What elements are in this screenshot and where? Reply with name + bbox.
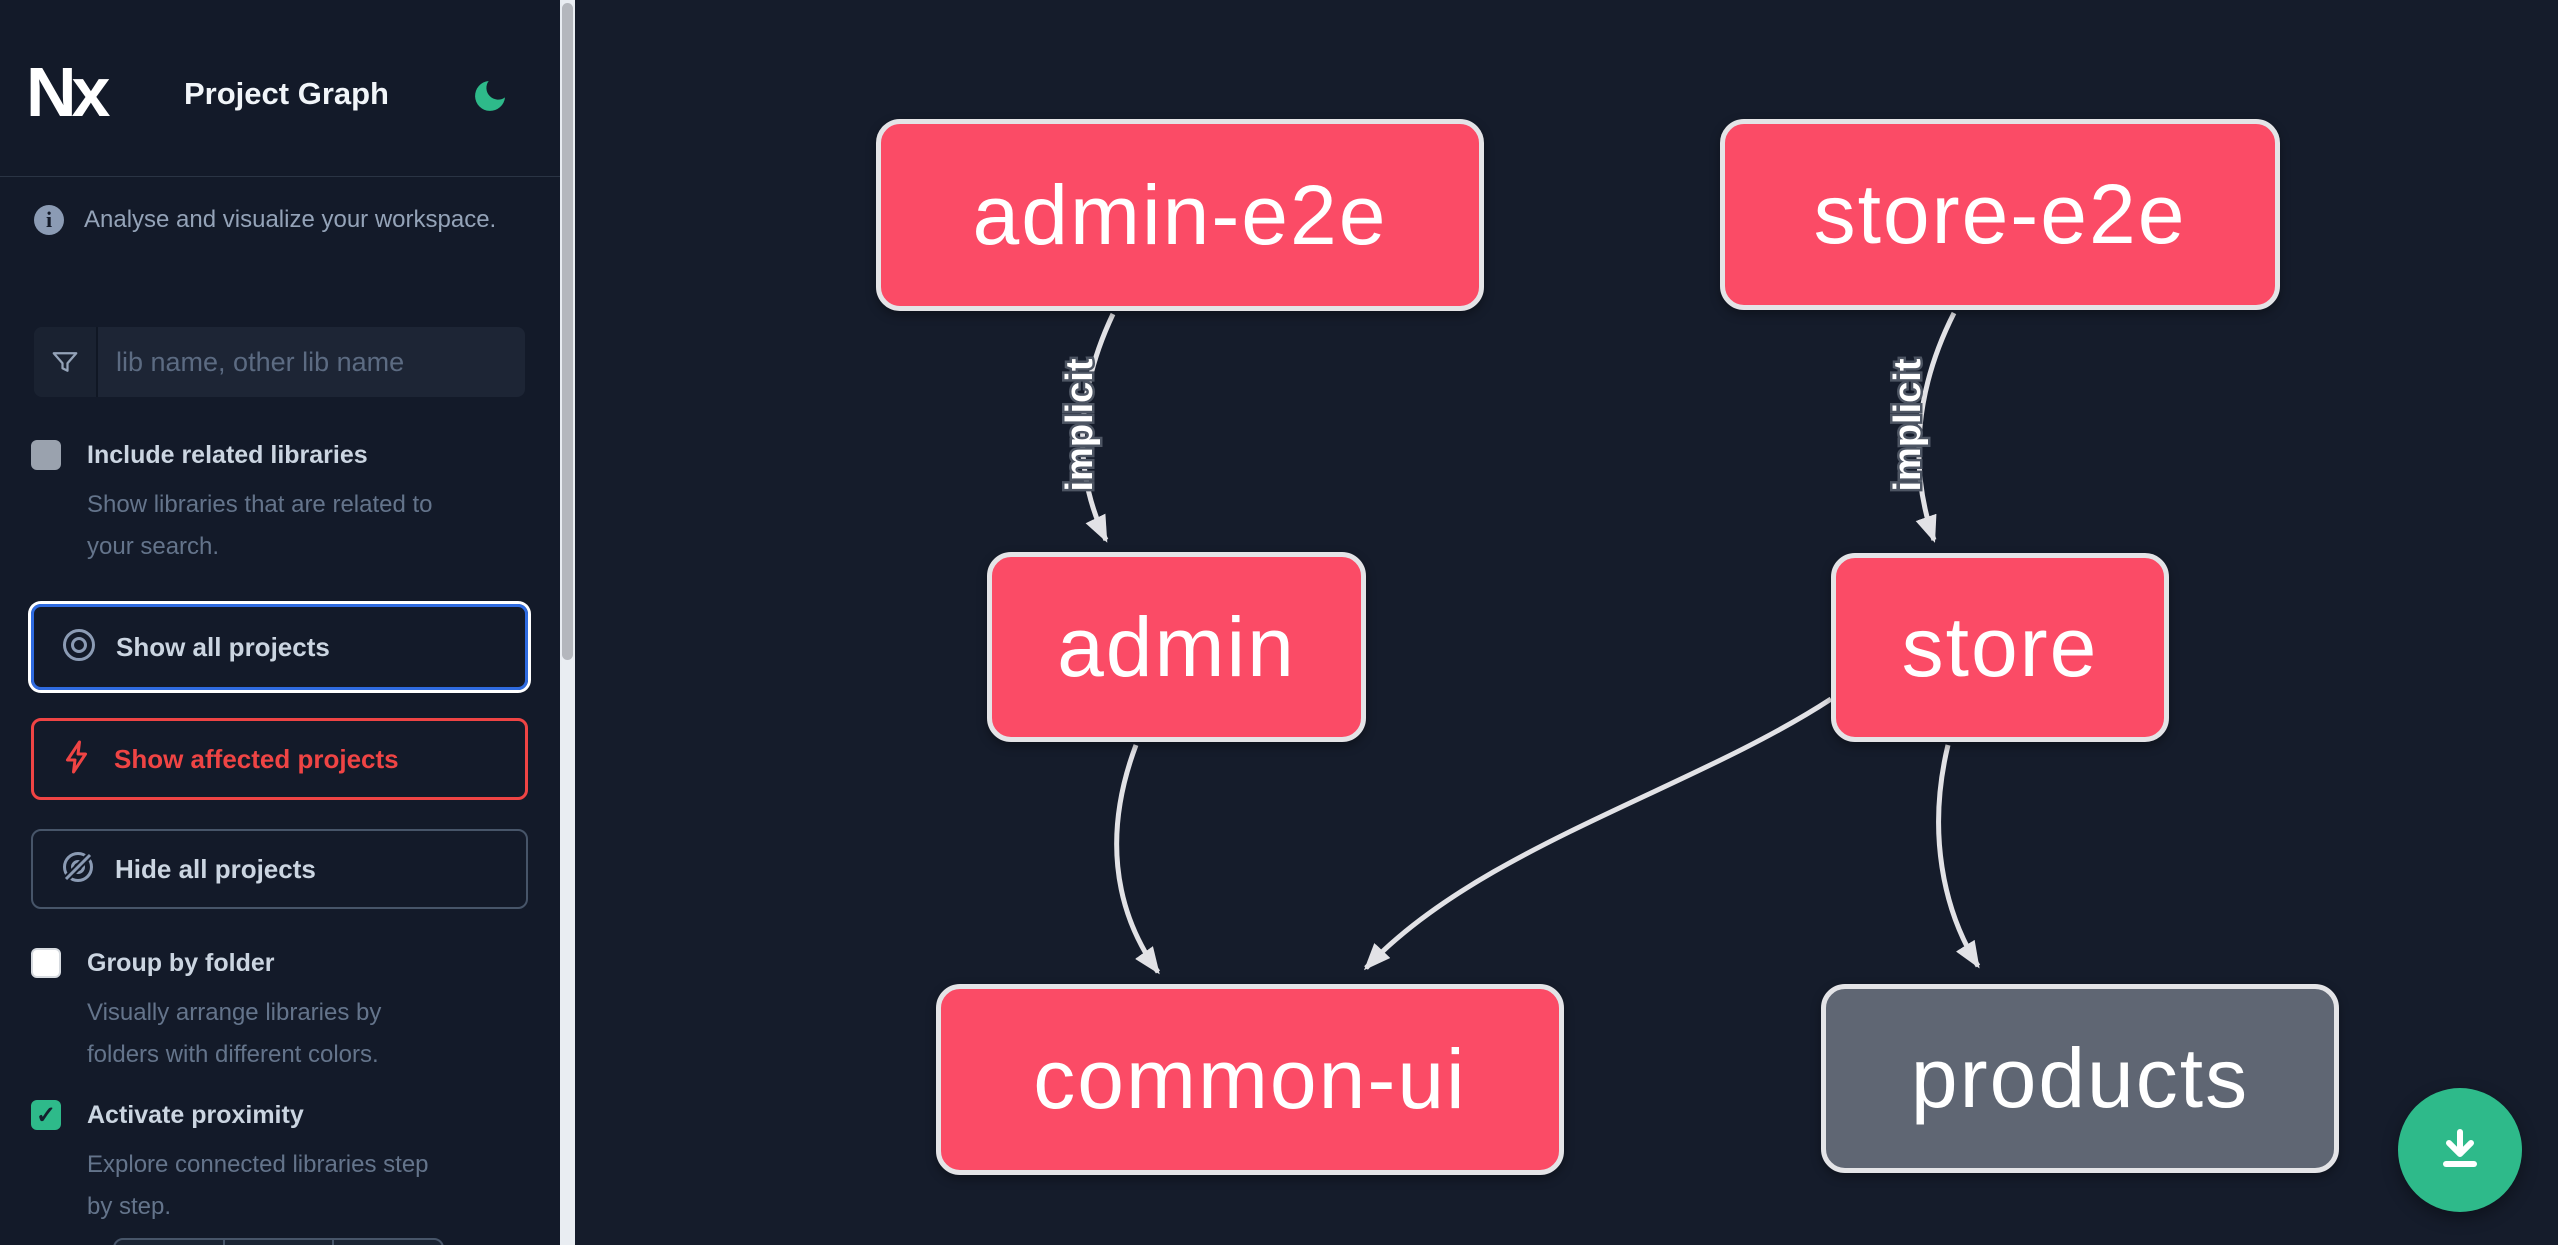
sidebar-scrollbar-thumb[interactable]	[562, 3, 573, 660]
download-image-button[interactable]	[2398, 1088, 2522, 1212]
sidebar-header: Nx Project Graph	[0, 0, 560, 177]
option-group-by-folder: ✓ Group by folder Visually arrange libra…	[31, 948, 531, 1076]
stepper-segment[interactable]	[115, 1240, 225, 1245]
page-title: Project Graph	[184, 76, 389, 111]
option-label: Group by folder	[87, 948, 275, 977]
graph-node-admin-e2e[interactable]: admin-e2e	[876, 119, 1484, 311]
graph-node-store-e2e[interactable]: store-e2e	[1720, 119, 2280, 310]
sidebar-scrollbar[interactable]	[560, 0, 575, 1245]
graph-node-store[interactable]: store	[1831, 553, 2169, 742]
option-label: Include related libraries	[87, 440, 368, 469]
checkbox-activate-proximity[interactable]: ✓	[31, 1100, 61, 1130]
button-label: Hide all projects	[115, 853, 316, 884]
graph-node-products[interactable]: products	[1821, 984, 2339, 1173]
moon-icon[interactable]	[470, 75, 510, 117]
proximity-stepper[interactable]	[113, 1238, 444, 1245]
nx-logo: Nx	[26, 53, 110, 131]
stepper-segment[interactable]	[225, 1240, 335, 1245]
show-all-projects-button[interactable]: Show all projects	[31, 604, 528, 690]
option-description: Show libraries that are related to your …	[87, 491, 433, 560]
download-icon	[2432, 1120, 2488, 1181]
bolt-icon	[60, 738, 96, 781]
eye-icon	[60, 626, 98, 669]
eye-off-icon	[59, 848, 97, 891]
hide-all-projects-button[interactable]: Hide all projects	[31, 829, 528, 909]
option-description: Visually arrange libraries by folders wi…	[87, 999, 382, 1068]
search-input[interactable]	[98, 327, 525, 397]
button-label: Show all projects	[116, 631, 330, 662]
info-icon: i	[34, 205, 64, 235]
checkbox-group-by-folder[interactable]: ✓	[31, 948, 61, 978]
show-affected-projects-button[interactable]: Show affected projects	[31, 718, 528, 800]
tagline-row: i Analyse and visualize your workspace.	[34, 205, 496, 235]
tagline-text: Analyse and visualize your workspace.	[84, 206, 497, 233]
search-box	[34, 327, 525, 397]
option-include-related: ✓ Include related libraries Show librari…	[31, 440, 531, 568]
stepper-segment[interactable]	[334, 1240, 442, 1245]
sidebar: Nx Project Graph i Analyse and visualize…	[0, 0, 560, 1245]
option-label: Activate proximity	[87, 1100, 304, 1129]
checkbox-include-related[interactable]: ✓	[31, 440, 61, 470]
button-label: Show affected projects	[114, 743, 399, 774]
option-description: Explore connected libraries step by step…	[87, 1151, 429, 1220]
graph-node-common-ui[interactable]: common-ui	[936, 984, 1564, 1175]
graph-node-admin[interactable]: admin	[987, 552, 1366, 742]
option-activate-proximity: ✓ Activate proximity Explore connected l…	[31, 1100, 531, 1228]
filter-funnel-icon	[34, 327, 98, 397]
